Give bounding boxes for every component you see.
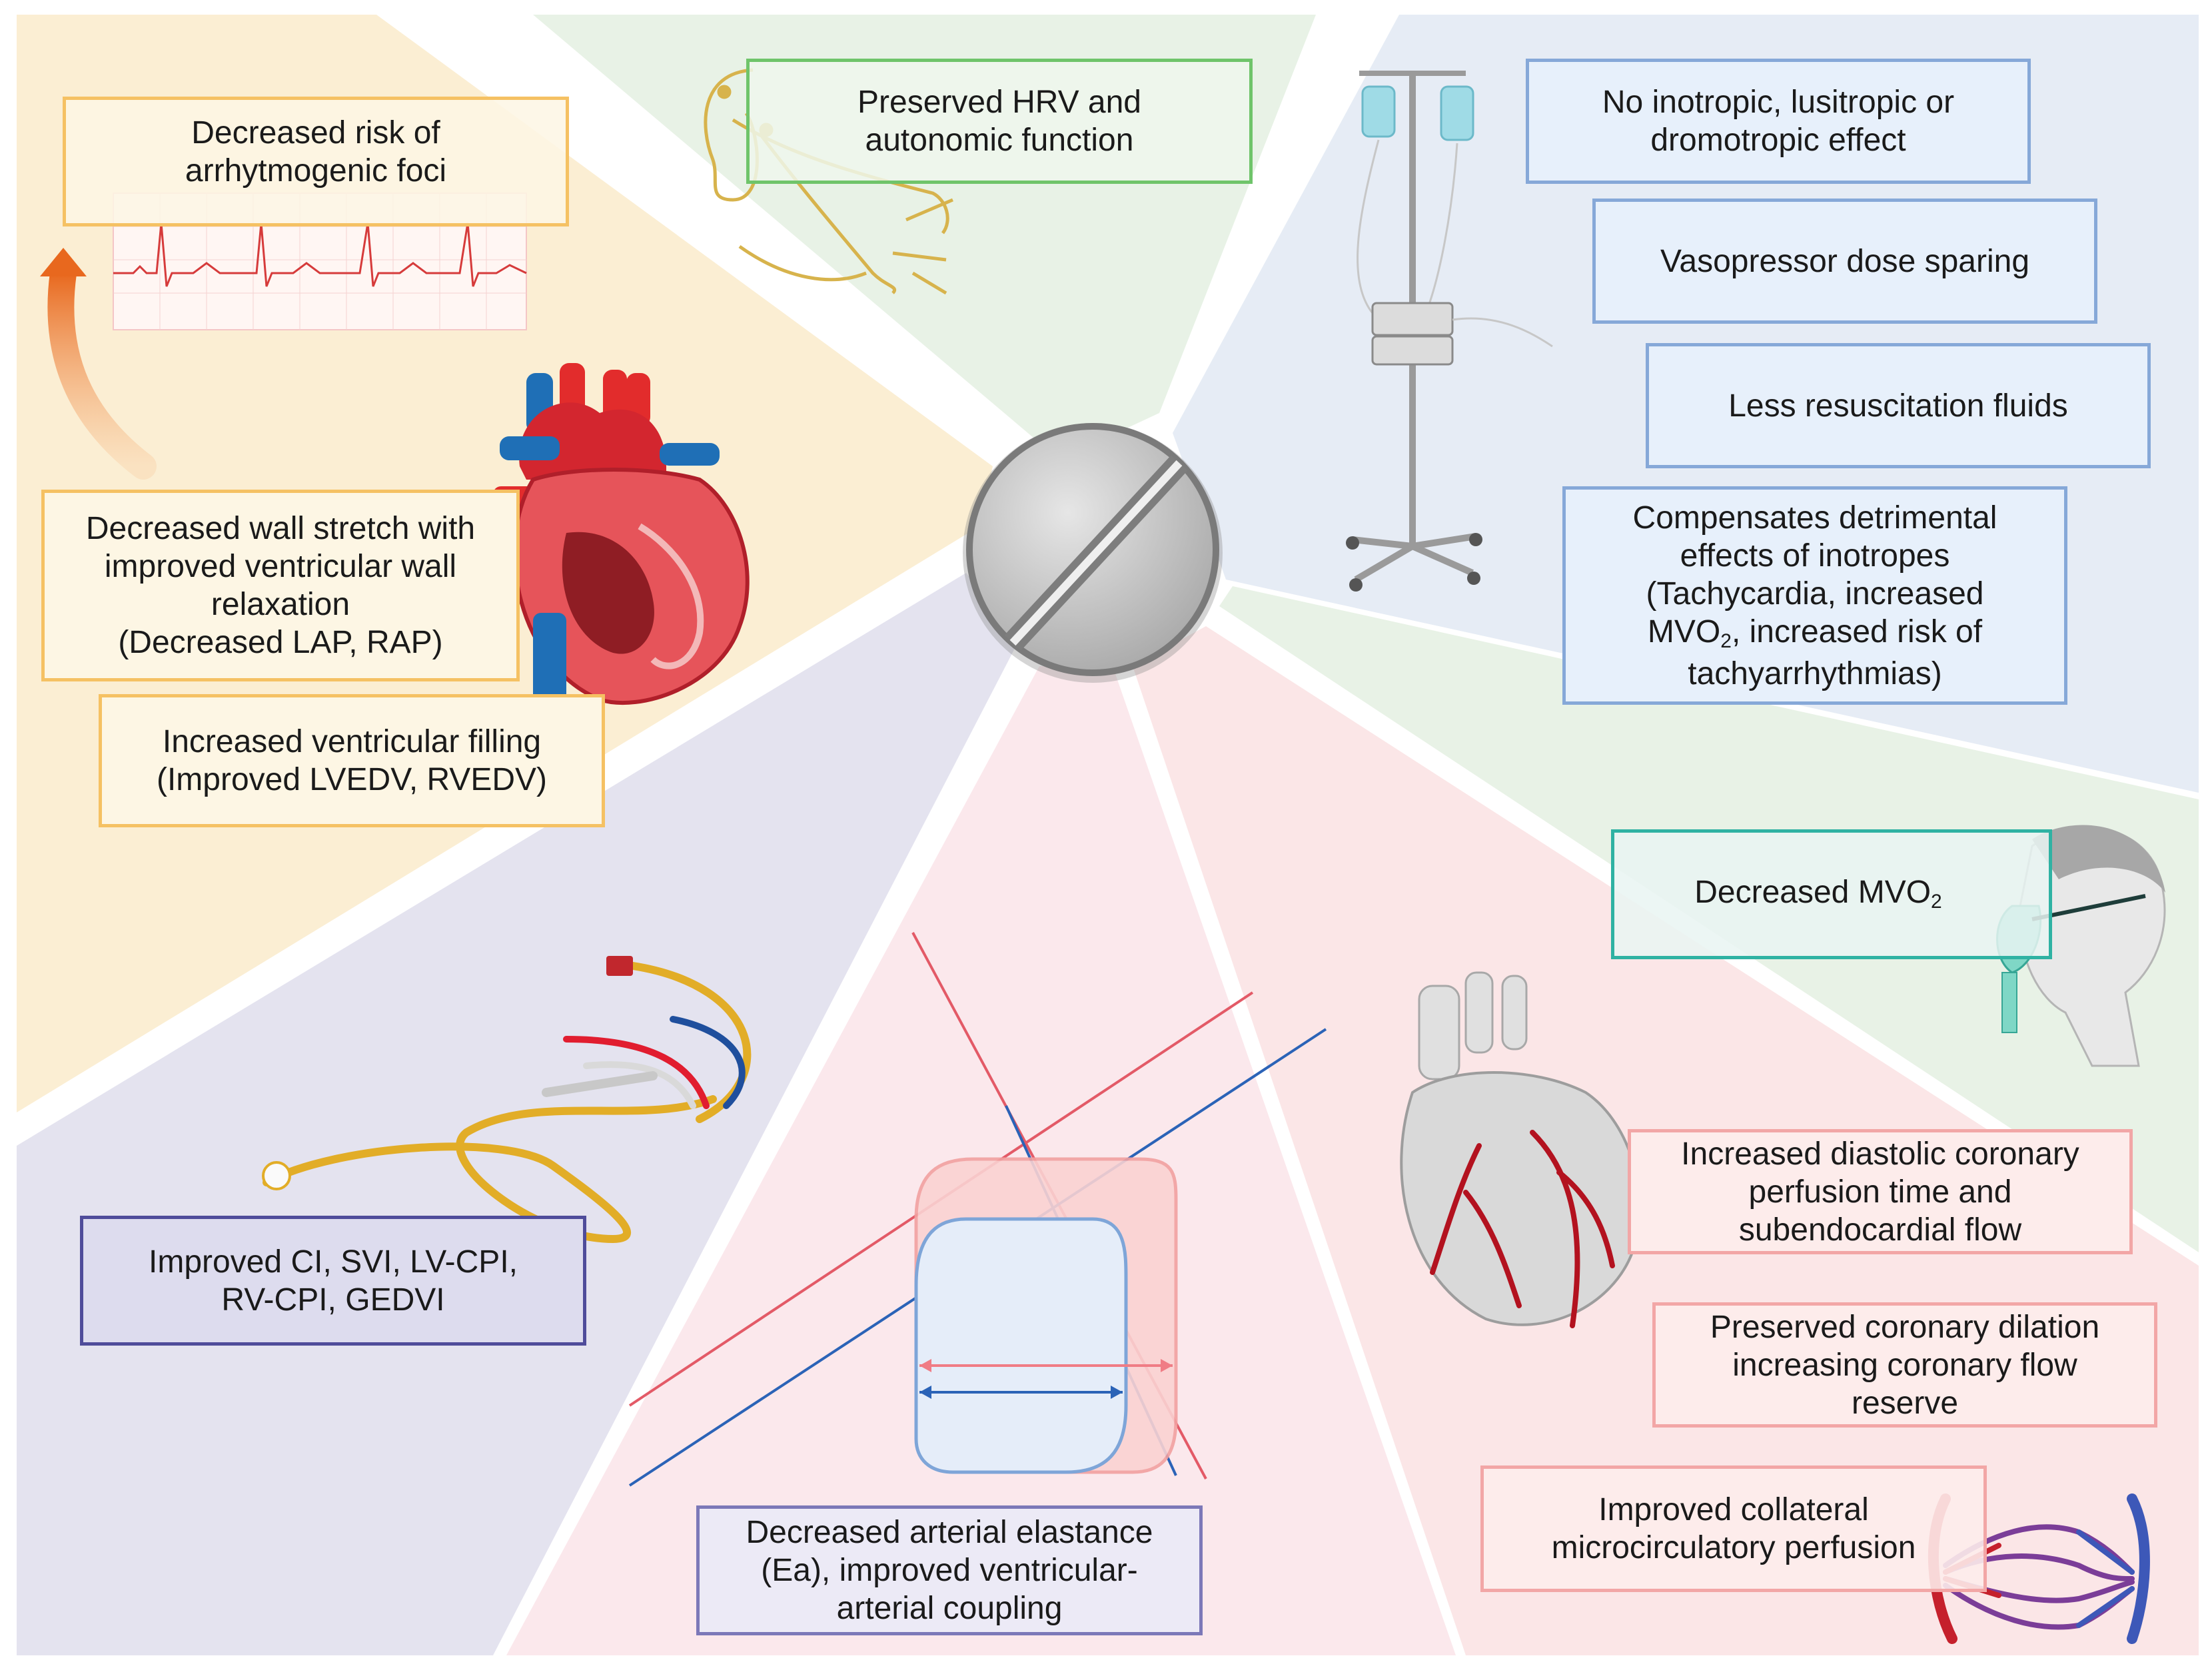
mvo2-text: Decreased MVO — [1694, 875, 1932, 910]
no-inotropic-line: dromotropic effect — [1650, 123, 1906, 158]
heart-icon — [493, 363, 750, 713]
dilation-line: increasing coronary flow — [1732, 1347, 2077, 1383]
diastolic-line: Increased diastolic coronary — [1681, 1136, 2079, 1172]
mvo2-box: Decreased MVO2 — [1611, 829, 2052, 959]
diastolic-line: perfusion time and — [1748, 1174, 2012, 1210]
compensates-line: Compensates detrimental — [1632, 500, 1997, 536]
no-inotropic-box: No inotropic, lusitropic or dromotropic … — [1526, 59, 2031, 184]
wall-stretch-line: (Decreased LAP, RAP) — [118, 625, 443, 660]
compensates-line: MVO2, increased risk of — [1633, 613, 1997, 655]
pill-icon — [963, 423, 1223, 683]
hrv-line: Preserved HRV and — [857, 85, 1141, 120]
elastance-line: Decreased arterial elastance — [746, 1515, 1153, 1550]
fluids-box: Less resuscitation fluids — [1646, 343, 2151, 468]
catheter-icon — [262, 956, 752, 1244]
dilation-line: Preserved coronary dilation — [1710, 1309, 2100, 1345]
dilation-box: Preserved coronary dilation increasing c… — [1652, 1302, 2157, 1428]
ci-line: RV-CPI, GEDVI — [221, 1282, 445, 1318]
hrv-box: Preserved HRV and autonomic function — [746, 59, 1253, 184]
compensates-line: tachyarrhythmias) — [1688, 655, 1942, 691]
filling-box: Increased ventricular filling (Improved … — [99, 694, 605, 827]
subscript: 2 — [1720, 629, 1732, 652]
vasopressor-line: Vasopressor dose sparing — [1660, 243, 2030, 279]
elastance-box: Decreased arterial elastance (Ea), impro… — [696, 1505, 1203, 1635]
subscript: 2 — [1931, 891, 1942, 913]
wall-stretch-box: Decreased wall stretch with improved ven… — [41, 490, 520, 681]
coronary-heart-icon — [1400, 971, 1641, 1328]
mvo-text: MVO — [1647, 614, 1721, 649]
arrhythmogenic-box: Decreased risk of arrhytmogenic foci — [63, 97, 569, 226]
pv-loop-icon — [628, 932, 1327, 1487]
compensates-box: Compensates detrimental effects of inotr… — [1562, 486, 2067, 705]
iv-pole-icon — [1346, 71, 1553, 592]
wall-stretch-line: Decreased wall stretch with — [85, 511, 476, 546]
diastolic-line: subendocardial flow — [1738, 1212, 2022, 1248]
filling-line: (Improved LVEDV, RVEDV) — [156, 762, 547, 797]
vasopressor-box: Vasopressor dose sparing — [1592, 199, 2097, 324]
compensates-line: effects of inotropes — [1680, 538, 1950, 574]
risk-text: , increased risk of — [1731, 614, 1983, 649]
ci-line: Improved CI, SVI, LV-CPI, — [149, 1244, 518, 1280]
no-inotropic-line: No inotropic, lusitropic or — [1602, 85, 1955, 120]
ci-box: Improved CI, SVI, LV-CPI, RV-CPI, GEDVI — [80, 1216, 586, 1346]
fluids-line: Less resuscitation fluids — [1728, 388, 2068, 424]
elastance-line: arterial coupling — [836, 1591, 1063, 1626]
filling-line: Increased ventricular filling — [162, 724, 542, 759]
elastance-line: (Ea), improved ventricular- — [761, 1553, 1138, 1588]
collateral-line: Improved collateral — [1598, 1492, 1869, 1527]
mvo2-line: Decreased MVO2 — [1694, 873, 1941, 915]
compensates-line: (Tachycardia, increased — [1646, 576, 1984, 612]
arrhythmogenic-line: Decreased risk of — [191, 115, 440, 151]
dilation-line: reserve — [1851, 1385, 1959, 1421]
arrhythmogenic-line: arrhytmogenic foci — [185, 153, 447, 189]
curved-arrow-icon — [40, 248, 157, 480]
hrv-line: autonomic function — [865, 123, 1134, 158]
collateral-line: microcirculatory perfusion — [1551, 1530, 1916, 1565]
diastolic-box: Increased diastolic coronary perfusion t… — [1628, 1129, 2133, 1254]
wall-stretch-line: improved ventricular wall — [104, 549, 457, 584]
collateral-box: Improved collateral microcirculatory per… — [1480, 1465, 1987, 1592]
wall-stretch-line: relaxation — [211, 587, 350, 622]
